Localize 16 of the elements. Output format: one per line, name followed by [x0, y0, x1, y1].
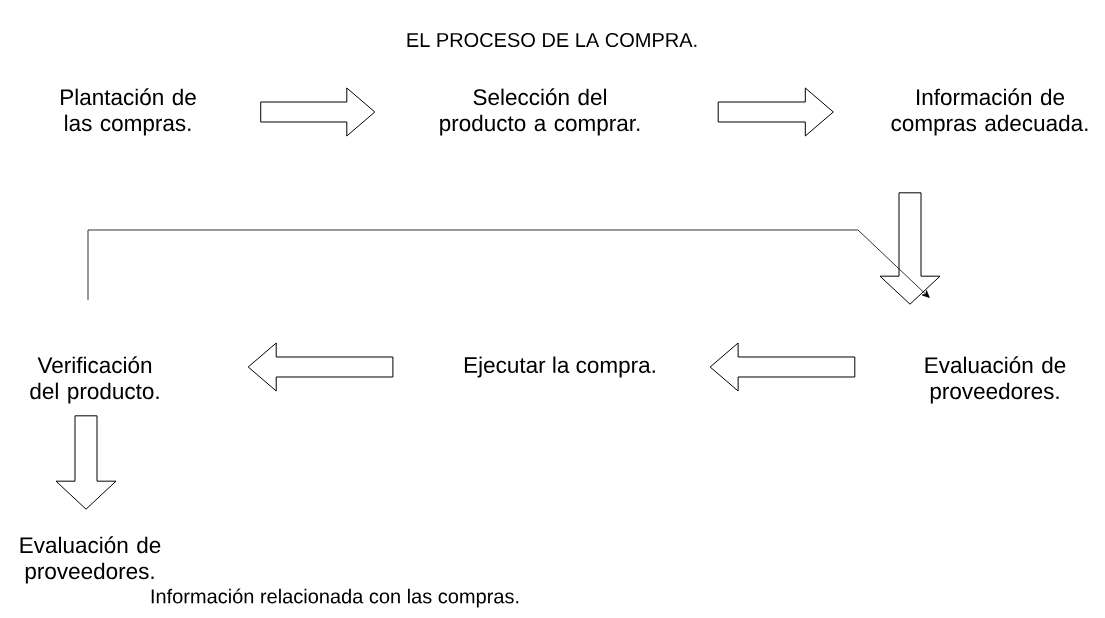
step-label: Evaluación de proveedores. [925, 356, 1066, 404]
block-arrow [879, 192, 941, 305]
connector-arrow [87, 229, 930, 301]
step-label: Selección del producto a comprar. [440, 88, 640, 136]
block-arrow [709, 342, 856, 392]
step-label: Plantación de las compras. [61, 88, 196, 136]
step-label: Verificación del producto. [30, 356, 159, 404]
block-arrow [260, 87, 376, 137]
step-label: Información de compras adecuada. [891, 88, 1088, 136]
step-label: Evaluación de proveedores. [20, 536, 161, 584]
note-text: Información relacionada con las compras. [151, 588, 519, 608]
step-label: Ejecutar la compra. [464, 356, 655, 378]
block-arrow [247, 342, 394, 392]
title: EL PROCESO DE LA COMPRA. [407, 32, 697, 48]
block-arrow [55, 415, 117, 510]
block-arrow [717, 87, 834, 137]
